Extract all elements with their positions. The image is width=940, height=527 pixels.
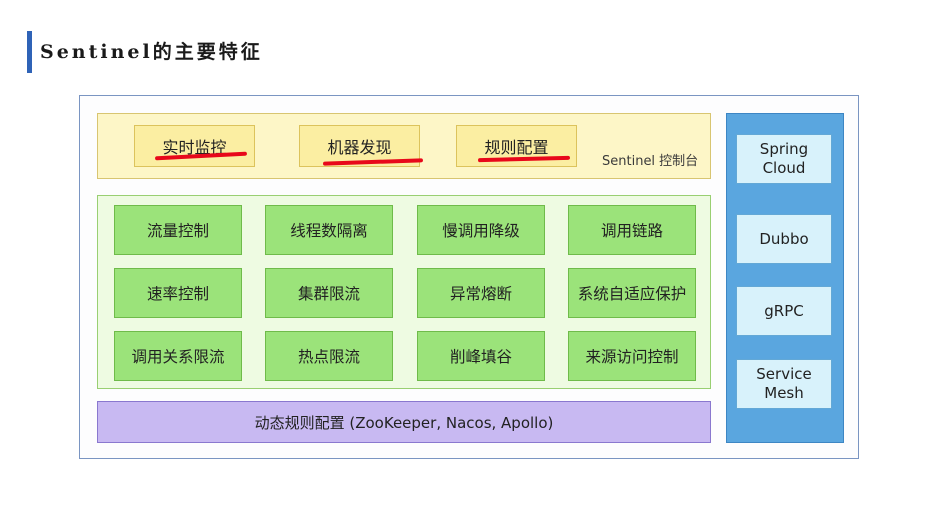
feature-slow-call-degrade: 慢调用降级 (417, 205, 545, 255)
console-item-realtime-monitoring: 实时监控 (134, 125, 255, 167)
feature-exception-circuit-break: 异常熔断 (417, 268, 545, 318)
feature-call-chain: 调用链路 (568, 205, 696, 255)
console-label: Sentinel 控制台 (602, 154, 699, 169)
feature-hotspot-limit: 热点限流 (265, 331, 393, 381)
feature-cluster-limit: 集群限流 (265, 268, 393, 318)
page-title: Sentinel的主要特征 (40, 41, 263, 63)
dynamic-rule-config-bar: 动态规则配置 (ZooKeeper, Nacos, Apollo) (97, 401, 711, 443)
feature-peak-shaving: 削峰填谷 (417, 331, 545, 381)
feature-origin-access-control: 来源访问控制 (568, 331, 696, 381)
adapter-grpc: gRPC (736, 286, 832, 336)
feature-rate-control: 速率控制 (114, 268, 242, 318)
feature-flow-control: 流量控制 (114, 205, 242, 255)
feature-relation-limit: 调用关系限流 (114, 331, 242, 381)
title-accent-bar (27, 31, 32, 73)
feature-system-adaptive-protection: 系统自适应保护 (568, 268, 696, 318)
adapter-dubbo: Dubbo (736, 214, 832, 264)
feature-thread-isolation: 线程数隔离 (265, 205, 393, 255)
